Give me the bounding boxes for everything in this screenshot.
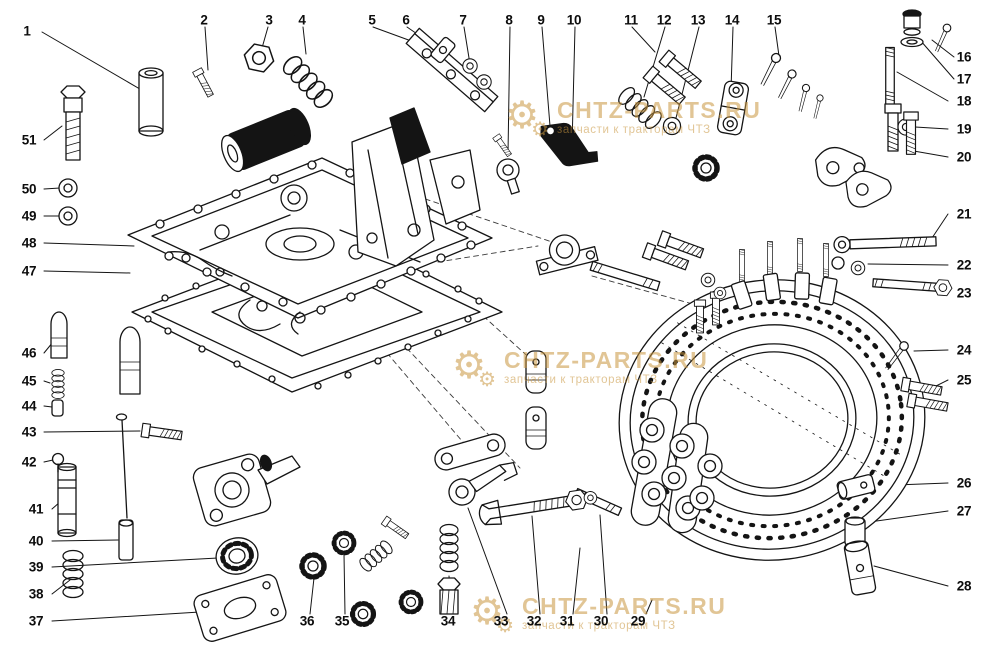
callout-10: 10 xyxy=(566,12,582,28)
callout-8: 8 xyxy=(505,12,513,28)
callout-42: 42 xyxy=(21,454,37,470)
hardware-parts xyxy=(50,9,953,642)
callout-38: 38 xyxy=(28,586,44,602)
callout-5: 5 xyxy=(368,12,376,28)
callout-6: 6 xyxy=(402,12,410,28)
callout-11: 11 xyxy=(624,12,638,28)
callout-46: 46 xyxy=(21,345,37,361)
callout-22: 22 xyxy=(956,257,972,273)
callout-41: 41 xyxy=(28,501,44,517)
callout-36: 36 xyxy=(299,613,315,629)
callout-48: 48 xyxy=(21,235,37,251)
callout-37: 37 xyxy=(28,613,44,629)
callout-18: 18 xyxy=(956,93,972,109)
callout-14: 14 xyxy=(724,12,740,28)
callout-12: 12 xyxy=(656,12,672,28)
callout-24: 24 xyxy=(956,342,972,358)
cover-assembly xyxy=(127,107,493,335)
callout-25: 25 xyxy=(956,372,972,388)
callout-29: 29 xyxy=(630,613,646,629)
construction-lines xyxy=(339,169,701,469)
callout-16: 16 xyxy=(956,49,972,65)
callout-49: 49 xyxy=(21,208,37,224)
callout-40: 40 xyxy=(28,533,44,549)
callout-35: 35 xyxy=(334,613,350,629)
callout-19: 19 xyxy=(956,121,972,137)
callout-32: 32 xyxy=(526,613,542,629)
callout-34: 34 xyxy=(440,613,456,629)
callout-44: 44 xyxy=(21,398,37,414)
callout-27: 27 xyxy=(956,503,972,519)
callout-4: 4 xyxy=(298,12,306,28)
callout-33: 33 xyxy=(493,613,509,629)
callout-13: 13 xyxy=(690,12,706,28)
callout-21: 21 xyxy=(956,206,972,222)
callout-15: 15 xyxy=(766,12,782,28)
callout-47: 47 xyxy=(21,263,37,279)
callout-2: 2 xyxy=(200,12,208,28)
callout-31: 31 xyxy=(559,613,575,629)
callout-17: 17 xyxy=(956,71,972,87)
callout-39: 39 xyxy=(28,559,44,575)
callout-43: 43 xyxy=(21,424,37,440)
callout-3: 3 xyxy=(265,12,273,28)
callout-7: 7 xyxy=(459,12,467,28)
callout-26: 26 xyxy=(956,475,972,491)
callout-28: 28 xyxy=(956,578,972,594)
callout-9: 9 xyxy=(537,12,545,28)
callout-45: 45 xyxy=(21,373,37,389)
callout-20: 20 xyxy=(956,149,972,165)
callout-23: 23 xyxy=(956,285,972,301)
callout-50: 50 xyxy=(21,181,37,197)
callout-51: 51 xyxy=(21,132,37,148)
callout-1: 1 xyxy=(23,23,31,39)
callout-30: 30 xyxy=(593,613,609,629)
